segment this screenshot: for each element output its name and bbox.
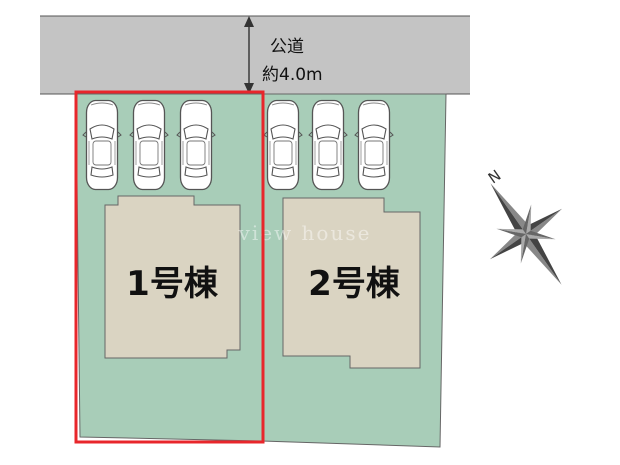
watermark: view house — [238, 221, 372, 245]
parking-car — [82, 99, 122, 191]
parking-car — [263, 99, 303, 191]
road-name-label: 公道 — [270, 37, 304, 57]
building-1-footprint — [104, 195, 241, 359]
compass-rose-icon — [489, 183, 563, 285]
parking-car — [354, 99, 394, 191]
parking-car — [308, 99, 348, 191]
parking-car — [129, 99, 169, 191]
selected-lot-outline — [74, 90, 265, 444]
building-2-footprint — [282, 197, 421, 369]
public-road — [40, 16, 470, 94]
road-width-label: 約4.0m — [262, 65, 323, 85]
compass-north-label: N — [485, 166, 505, 187]
road-width-arrow — [244, 16, 254, 94]
parking-car — [176, 99, 216, 191]
building-2-label: 2号棟 — [308, 264, 401, 304]
building-1-label: 1号棟 — [126, 264, 219, 304]
